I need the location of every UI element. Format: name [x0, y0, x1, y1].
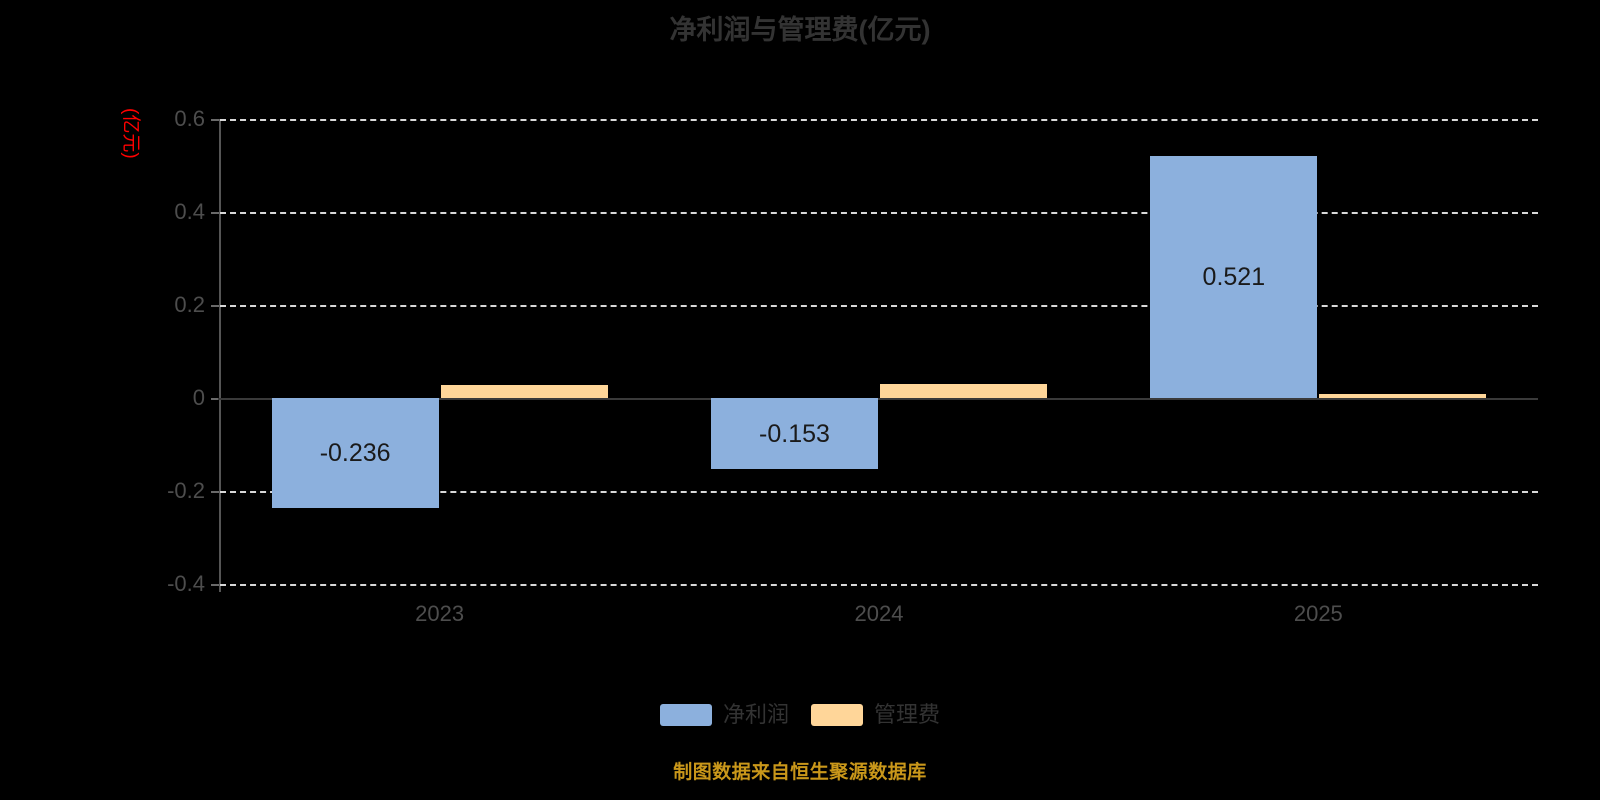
y-axis-line [219, 119, 221, 592]
x-axis-label-2024: 2024 [854, 601, 904, 626]
bar-管理费-2025[interactable] [1319, 393, 1487, 398]
y-axis-tick [211, 584, 219, 586]
x-axis-label-2023: 2023 [415, 601, 465, 626]
legend-swatch [811, 704, 863, 726]
y-axis-tick-label: 0.6 [174, 106, 205, 131]
legend-swatch [659, 704, 712, 726]
chart-title: 净利润与管理费(亿元) [669, 15, 931, 45]
y-axis-tick [211, 398, 219, 400]
bar-净利润-2024[interactable] [711, 398, 878, 470]
y-axis-tick-label: 0 [192, 385, 205, 410]
y-axis-tick [211, 212, 219, 214]
bar-value-label: 0.521 [1202, 262, 1266, 291]
legend-item-管理费[interactable]: 管理费 [811, 703, 940, 727]
chart-legend: 净利润 管理费 [0, 703, 1600, 727]
legend-label: 管理费 [874, 702, 941, 727]
data-source-note: 制图数据来自恒生聚源数据库 [673, 762, 927, 783]
plot-area: -0.236 -0.153 0.521 [218, 119, 1538, 586]
bar-净利润-2025[interactable] [1150, 155, 1318, 398]
x-axis-label-2025: 2025 [1293, 601, 1343, 626]
gridline [220, 584, 1538, 586]
bar-净利润-2023[interactable] [271, 398, 439, 508]
gridline [220, 119, 1538, 121]
y-axis-tick-label: -0.2 [167, 478, 205, 503]
y-axis-tick-label: 0.4 [174, 199, 205, 224]
bar-value-label: -0.236 [319, 438, 391, 467]
legend-item-净利润[interactable]: 净利润 [659, 702, 789, 727]
y-axis-tick [211, 305, 219, 307]
zero-axis-line [218, 398, 1538, 400]
gridline [220, 491, 1538, 493]
y-axis-tick-label: 0.2 [174, 292, 205, 317]
gridline [220, 305, 1538, 307]
bar-管理费-2024[interactable] [880, 384, 1047, 398]
y-axis-unit-label: (亿元) [120, 108, 141, 159]
bar-value-label: -0.153 [759, 419, 830, 448]
y-axis-tick [211, 119, 219, 121]
y-axis-tick-label: -0.4 [167, 571, 205, 596]
gridline [220, 212, 1538, 214]
y-axis-tick [211, 491, 219, 493]
bar-管理费-2023[interactable] [440, 384, 608, 398]
legend-label: 净利润 [722, 702, 789, 727]
